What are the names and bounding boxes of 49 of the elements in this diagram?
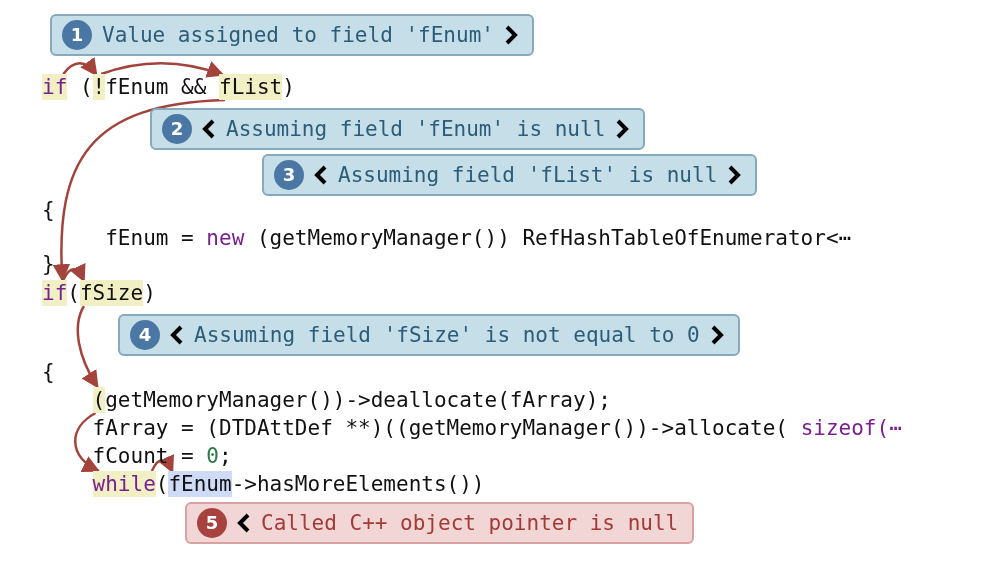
step-message: Value assigned to field 'fEnum' (102, 22, 494, 48)
step-callout (150, 108, 646, 150)
step-message: Called C++ object pointer is null (261, 510, 679, 536)
code-text: (getMemoryManager()) RefHashTableOfEnumerator<⋯ (256, 225, 852, 251)
code-text: fCount = (92, 443, 194, 469)
code-text: ( (155, 471, 169, 497)
step-callout (262, 154, 758, 196)
code-text: getMemoryManager())->deallocate(fArray); (105, 387, 611, 413)
step-callout (118, 314, 740, 356)
code-text: ) (143, 280, 156, 306)
arrow (74, 411, 101, 473)
step-callout (50, 14, 534, 56)
step-number-badge: 4 (130, 320, 160, 350)
code-text: { (42, 359, 55, 385)
code-text: { (42, 197, 55, 223)
highlighted-code: fList (219, 74, 283, 100)
highlighted-code: if (42, 280, 68, 306)
code-text: ) (282, 74, 295, 100)
step-message: Assuming field 'fEnum' is null (226, 116, 606, 142)
step-number-badge: 1 (62, 20, 92, 50)
arrow (100, 61, 225, 79)
highlighted-code: fEnum (168, 471, 232, 497)
highlighted-code: if (42, 74, 68, 100)
code-text: ( (67, 280, 80, 306)
code-keyword: sizeof(⋯ (800, 415, 902, 441)
code-text: ; (219, 443, 232, 469)
arrow (150, 454, 174, 474)
code-text: ->hasMoreElements()) (231, 471, 485, 497)
error-callout (185, 502, 695, 544)
step-number-badge: 5 (197, 508, 227, 538)
arrow (62, 57, 98, 77)
code-number: 0 (206, 443, 219, 469)
code-keyword: new (206, 225, 245, 251)
highlighted-code: ! (92, 74, 106, 100)
highlighted-code: while (92, 471, 156, 497)
step-number-badge: 3 (274, 160, 304, 190)
arrow (76, 305, 99, 389)
arrow (53, 98, 226, 282)
highlighted-code: ( (92, 387, 106, 413)
code-text: } (42, 251, 55, 277)
step-message: Assuming field 'fSize' is not equal to 0 (194, 322, 700, 348)
code-text: ( (79, 74, 93, 100)
highlighted-code: fSize (79, 280, 144, 306)
code-text: fArray = (DTDAttDef **)((getMemoryManager())->allocate( (92, 415, 788, 441)
arrow (62, 263, 86, 283)
code-text: fEnum = (105, 225, 194, 251)
step-number-badge: 2 (162, 114, 192, 144)
code-text: fEnum && (105, 74, 207, 100)
step-message: Assuming field 'fList' is null (338, 162, 718, 188)
